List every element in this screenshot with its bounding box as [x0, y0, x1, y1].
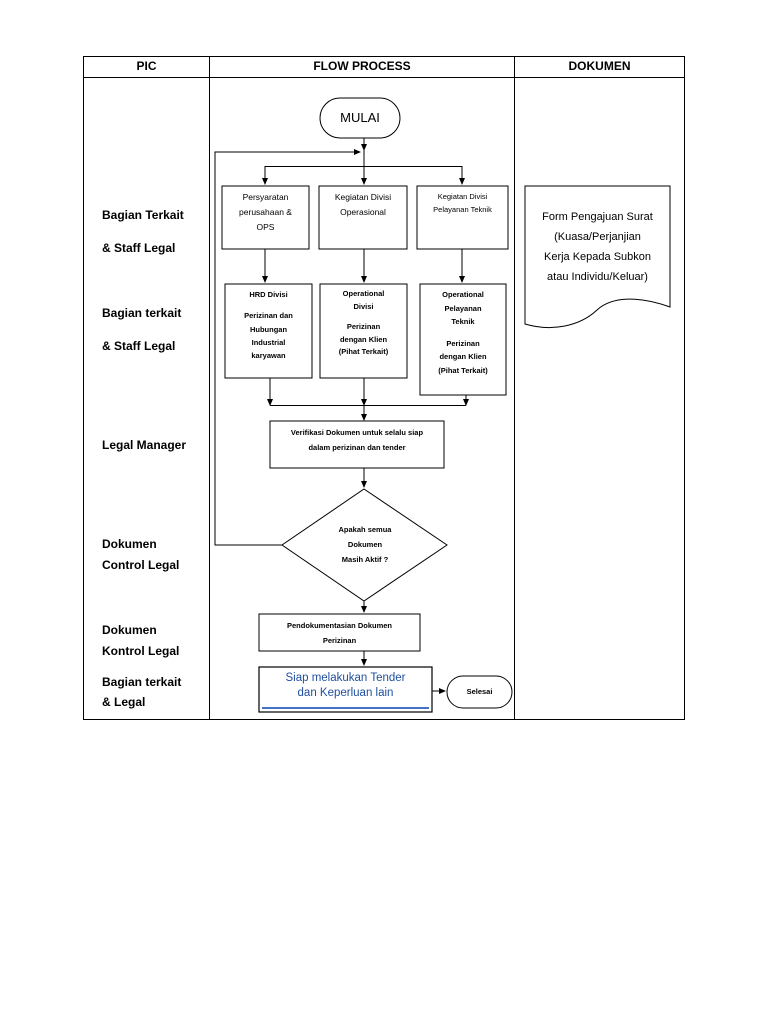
pic-label: Dokumen [102, 623, 157, 637]
pic-row: Bagian terkait & Legal [102, 672, 207, 712]
end-terminator [446, 675, 513, 709]
document-text: Form Pengajuan Surat (Kuasa/Perjanjian K… [525, 207, 670, 297]
box-text-line: dan Keperluan lain [297, 687, 394, 699]
box-hrd-text: HRD Divisi Perizinan dan Hubungan Indust… [225, 288, 312, 376]
start-label: MULAI [340, 110, 380, 125]
box-kegiatan-operasional [318, 185, 408, 250]
box-text-line: karyawan [251, 351, 286, 361]
box-siap-text: Siap melakukan Tender dan Keperluan lain [259, 671, 432, 707]
box-text-line: Operasional [340, 207, 386, 217]
box-verifikasi-text: Verifikasi Dokumen untuk selalu siap dal… [270, 425, 444, 466]
box-text-line: Industrial [251, 337, 286, 347]
table-grid [83, 56, 685, 720]
box-text-line: Masih Aktif ? [341, 555, 389, 564]
box-operational-divisi-text: Operational Divisi Perizinan dengan Klie… [320, 288, 407, 376]
box-text-line: (Pihat Terkait) [438, 365, 488, 375]
decision-text: Apakah semua Dokumen Masih Aktif ? [300, 522, 430, 570]
box-siap [258, 666, 433, 713]
pic-label: Bagian terkait [102, 675, 182, 689]
box-text-line: Pelayanan Teknik [433, 205, 492, 214]
box-text-line: dengan Klien [339, 334, 388, 344]
box-kegiatan-pelayanan-text: Kegiatan Divisi Pelayanan Teknik [417, 190, 508, 247]
box-text-line: Perizinan [346, 322, 381, 331]
box-text-line: HRD Divisi [249, 290, 288, 299]
box-text-line: Persyaratan [242, 192, 289, 202]
start-label-wrap: MULAI [320, 98, 400, 138]
box-text-line: Pelayanan [444, 303, 482, 313]
pic-row: Dokumen Kontrol Legal [102, 620, 207, 662]
header-pic: PIC [136, 59, 157, 73]
pic-label: Bagian terkait [102, 306, 182, 320]
box-text-line: Operational [442, 290, 484, 299]
document-text-line: atau Individu/Keluar) [547, 271, 648, 283]
box-hrd [224, 283, 313, 379]
box-text-line: OPS [256, 222, 275, 232]
box-persyaratan-text: Persyaratan perusahaan & OPS [222, 190, 309, 247]
box-verifikasi [269, 420, 445, 469]
box-operational-pelayanan [419, 283, 507, 396]
pic-label: Control Legal [102, 558, 180, 572]
box-text-line: Apakah semua [338, 525, 392, 534]
box-text-line: Teknik [451, 317, 475, 326]
pic-row: Legal Manager [102, 435, 207, 455]
box-text-line: dengan Klien [439, 352, 487, 361]
pic-label: Legal Manager [102, 438, 187, 452]
box-text-line: perusahaan & [239, 207, 292, 217]
end-label-wrap: Selesai [447, 676, 512, 708]
header-dokumen: DOKUMEN [568, 59, 631, 73]
box-kegiatan-operasional-text: Kegiatan Divisi Operasional [319, 190, 407, 247]
pic-label: Kontrol Legal [102, 644, 180, 658]
box-text-line: Dokumen [347, 540, 383, 549]
start-terminator [319, 97, 401, 139]
end-label: Selesai [466, 687, 493, 696]
box-text-line: Hubungan [249, 324, 288, 334]
box-text-line: Kegiatan Divisi [334, 192, 392, 202]
box-text-line: Kegiatan Divisi [437, 192, 488, 201]
pic-label: Dokumen [102, 537, 157, 551]
box-text-line: Operational [342, 289, 385, 298]
box-pendokumentasian-text: Pendokumentasian Dokumen Perizinan [259, 618, 420, 649]
box-text-line: Divisi [353, 301, 374, 311]
pic-label: & Legal [102, 695, 146, 709]
box-text-line: Siap melakukan Tender [285, 672, 406, 684]
pic-label: & Staff Legal [102, 241, 176, 255]
pic-row: Dokumen Control Legal [102, 534, 207, 576]
box-text-line: dalam perizinan dan tender [308, 443, 406, 452]
pic-row: Bagian terkait & Staff Legal [102, 303, 207, 356]
box-text-line: Pendokumentasian Dokumen [286, 621, 393, 630]
box-text-line: Verifikasi Dokumen untuk selalu siap [290, 428, 424, 437]
document-text-line: Form Pengajuan Surat [542, 211, 653, 223]
document-shape [524, 185, 671, 328]
header-flow-process: FLOW PROCESS [313, 59, 411, 73]
document-text-line: Kerja Kepada Subkon [543, 251, 652, 263]
box-text-line: Perizinan dan [244, 311, 293, 321]
document-text-line: (Kuasa/Perjanjian [554, 231, 641, 243]
pic-label: Bagian Terkait [102, 208, 184, 222]
box-pendokumentasian [258, 613, 421, 652]
box-text-line: (Pihat Terkait) [338, 347, 389, 356]
loop-back-line [214, 149, 361, 546]
box-text-line: Perizinan [446, 338, 480, 348]
box-text-line: Perizinan [322, 636, 357, 645]
pic-row: Bagian Terkait & Staff Legal [102, 205, 207, 258]
box-operational-pelayanan-text: Operational Pelayanan Teknik Perizinan d… [420, 288, 506, 393]
pic-label: & Staff Legal [102, 339, 176, 353]
